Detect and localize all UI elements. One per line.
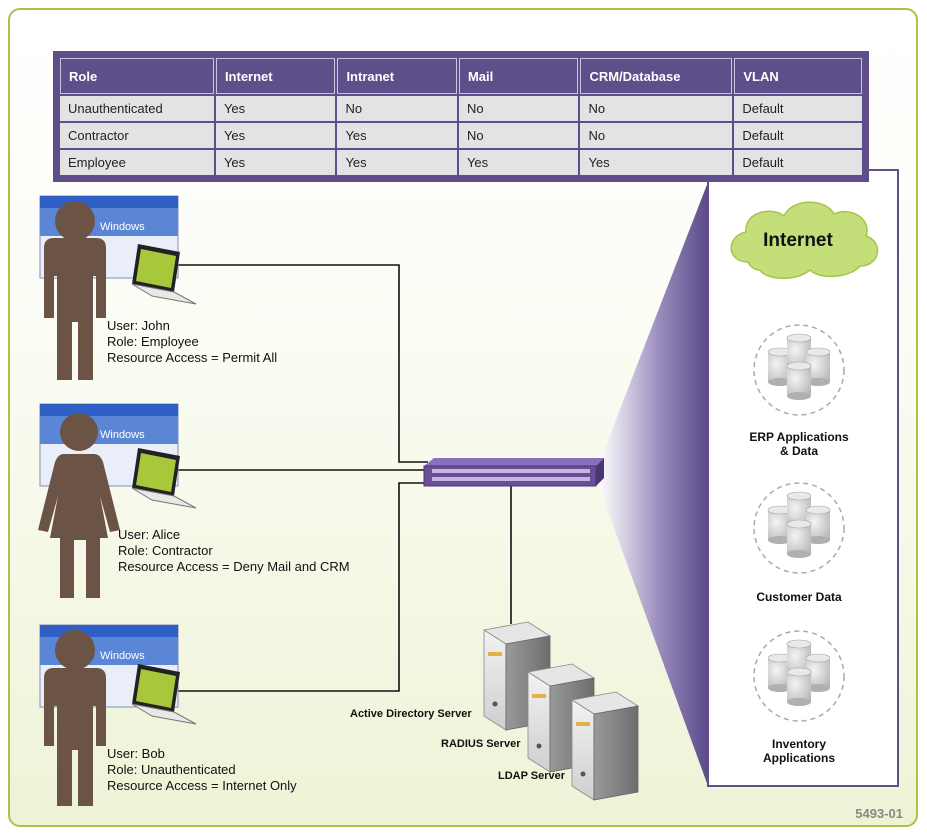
- header-role: Role: [60, 58, 214, 94]
- header-internet: Internet: [215, 58, 336, 94]
- internet-cloud: [730, 201, 879, 279]
- user-role: Role: Employee: [107, 334, 199, 349]
- table-cell: Default: [734, 123, 862, 148]
- inventory-label-line1: Inventory: [771, 737, 826, 751]
- figure-number: 5493-01: [855, 806, 903, 821]
- header-mail: Mail: [458, 58, 579, 94]
- erp-label: ERP Applications & Data: [724, 430, 874, 458]
- table-cell: Yes: [337, 123, 457, 148]
- table-cell: No: [337, 96, 457, 121]
- user-info-john: User: John Role: Employee Resource Acces…: [107, 318, 277, 366]
- table-cell: Default: [734, 96, 862, 121]
- laptop-alice-icon: [131, 448, 197, 509]
- connection-lines: [178, 264, 512, 692]
- role-permission-table: Role Internet Intranet Mail CRM/Database…: [53, 51, 869, 182]
- ldap-server-icon: [570, 691, 640, 801]
- user-role: Role: Contractor: [118, 543, 213, 558]
- erp-database-icon: [753, 324, 845, 416]
- user-name: User: Bob: [107, 746, 165, 761]
- table-cell: No: [580, 96, 733, 121]
- header-vlan: VLAN: [734, 58, 862, 94]
- table-row: Employee Yes Yes Yes Yes Default: [60, 150, 862, 175]
- table-cell: Yes: [580, 150, 733, 175]
- server-label-active-directory: Active Directory Server: [350, 708, 472, 720]
- user-access: Resource Access = Deny Mail and CRM: [118, 559, 350, 574]
- person-john-icon: [44, 201, 106, 380]
- table-cell: No: [458, 123, 579, 148]
- server-label-ldap: LDAP Server: [498, 770, 566, 782]
- inventory-database-icon: [753, 630, 845, 722]
- person-bob-icon: [44, 630, 106, 806]
- table-cell: Yes: [458, 150, 579, 175]
- network-switch-icon: [423, 458, 604, 487]
- user-access: Resource Access = Internet Only: [107, 778, 297, 793]
- table-cell: Yes: [215, 123, 336, 148]
- user-name: User: Alice: [118, 527, 181, 542]
- user-info-alice: User: Alice Role: Contractor Resource Ac…: [118, 527, 350, 575]
- laptop-bob-icon: [131, 664, 197, 725]
- table-cell: Yes: [215, 96, 336, 121]
- table-cell: Default: [734, 150, 862, 175]
- erp-label-line1: ERP Applications: [749, 430, 849, 444]
- inventory-label-line2: Applications: [762, 751, 835, 765]
- table-cell: Contractor: [60, 123, 214, 148]
- user-access: Resource Access = Permit All: [107, 350, 278, 365]
- svg-text:Windows: Windows: [100, 429, 145, 441]
- svg-text:Windows: Windows: [100, 221, 145, 233]
- inventory-label: Inventory Applications: [724, 737, 874, 765]
- laptop-john-icon: [131, 244, 197, 305]
- svg-text:Windows: Windows: [100, 650, 145, 662]
- resource-fan: [598, 182, 708, 786]
- table-cell: No: [580, 123, 733, 148]
- user-name: User: John: [107, 318, 170, 333]
- table-cell: Unauthenticated: [60, 96, 214, 121]
- header-crm-database: CRM/Database: [580, 58, 733, 94]
- table-cell: Employee: [60, 150, 214, 175]
- internet-label: Internet: [763, 230, 833, 251]
- table-cell: Yes: [337, 150, 457, 175]
- server-label-radius: RADIUS Server: [441, 738, 521, 750]
- user-role: Role: Unauthenticated: [107, 762, 236, 777]
- person-alice-icon: [38, 413, 120, 598]
- table-row: Unauthenticated Yes No No No Default: [60, 96, 862, 121]
- table-cell: No: [458, 96, 579, 121]
- user-info-bob: User: Bob Role: Unauthenticated Resource…: [107, 746, 297, 794]
- table-header-row: Role Internet Intranet Mail CRM/Database…: [60, 58, 862, 94]
- customer-data-label: Customer Data: [756, 590, 842, 604]
- table-row: Contractor Yes Yes No No Default: [60, 123, 862, 148]
- erp-label-line2: & Data: [779, 444, 818, 458]
- customer-database-icon: [753, 482, 845, 574]
- table-cell: Yes: [215, 150, 336, 175]
- header-intranet: Intranet: [337, 58, 457, 94]
